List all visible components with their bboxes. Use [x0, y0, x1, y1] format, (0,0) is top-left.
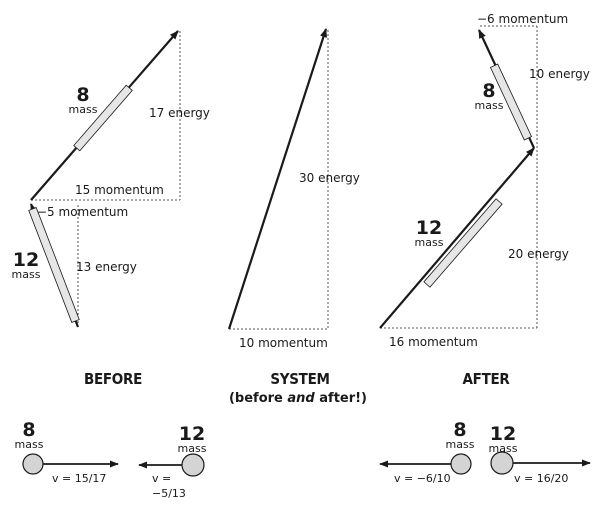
before-energy-12: 13 energy	[76, 260, 137, 274]
system-heading: SYSTEM	[270, 370, 329, 388]
after-ball12-velocity: v = 16/20	[514, 472, 568, 485]
before-ball12-velocity-line2: −5/13	[152, 487, 186, 500]
after-momentum-8: −6 momentum	[477, 12, 568, 26]
before-ball12-number: 12	[179, 423, 205, 445]
system-subheading-post: after!)	[315, 391, 367, 406]
after-panel: −6 momentum 8 mass 10 energy 12 mass 20 …	[379, 12, 590, 388]
after-ball8-number: 8	[453, 419, 466, 441]
system-subheading-pre: (before	[229, 391, 287, 406]
after-mass8-unit: mass	[475, 99, 504, 112]
after-mass12-number: 12	[416, 217, 442, 239]
before-balls: 8 mass v = 15/17 12 mass v = −5/13	[15, 419, 207, 500]
before-momentum-8: 15 momentum	[75, 183, 164, 197]
system-panel: 30 energy 10 momentum SYSTEM (before and…	[227, 28, 367, 406]
before-energy-8: 17 energy	[149, 106, 210, 120]
after-mass8-number: 8	[482, 80, 495, 102]
before-mass8-number: 8	[76, 84, 89, 106]
before-mass8-unit: mass	[69, 103, 98, 116]
before-ball8-number: 8	[22, 419, 35, 441]
after-momentum-12: 16 momentum	[389, 335, 478, 349]
after-energy-12: 20 energy	[508, 247, 569, 261]
after-ball12-number: 12	[490, 423, 516, 445]
before-heading: BEFORE	[84, 370, 142, 388]
before-mass8-bar	[73, 84, 133, 152]
after-mass12-arrow	[379, 147, 535, 329]
system-energy: 30 energy	[299, 171, 360, 185]
before-mass12-unit: mass	[12, 268, 41, 281]
after-mass12-unit: mass	[415, 236, 444, 249]
after-ball8-velocity: v = −6/10	[394, 472, 451, 485]
after-energy-8: 10 energy	[529, 67, 590, 81]
before-ball8	[22, 453, 44, 475]
before-mass12-number: 12	[13, 249, 39, 271]
before-ball8-velocity: v = 15/17	[52, 472, 106, 485]
before-mass12-bar	[28, 207, 80, 323]
after-ball8-unit: mass	[446, 438, 475, 451]
before-panel: 8 mass 17 energy 15 momentum −5 momentum…	[12, 30, 210, 388]
system-subheading-em: and	[287, 391, 315, 406]
system-arrow	[227, 28, 328, 330]
before-momentum-12: −5 momentum	[37, 205, 128, 219]
before-ball12-velocity-line1: v =	[152, 472, 171, 485]
after-mass12-bar	[423, 198, 503, 288]
after-ball12-unit: mass	[489, 442, 518, 455]
after-balls: 8 mass v = −6/10 12 mass v = 16/20	[379, 419, 591, 485]
system-momentum: 10 momentum	[239, 336, 328, 350]
after-ball12	[490, 451, 514, 475]
after-ball8	[450, 453, 472, 475]
before-ball8-unit: mass	[15, 438, 44, 451]
after-heading: AFTER	[463, 370, 511, 388]
before-ball12-unit: mass	[178, 442, 207, 455]
before-ball12	[181, 453, 205, 477]
system-subheading: (before and after!)	[229, 391, 367, 406]
after-mass8-bar	[489, 63, 533, 141]
